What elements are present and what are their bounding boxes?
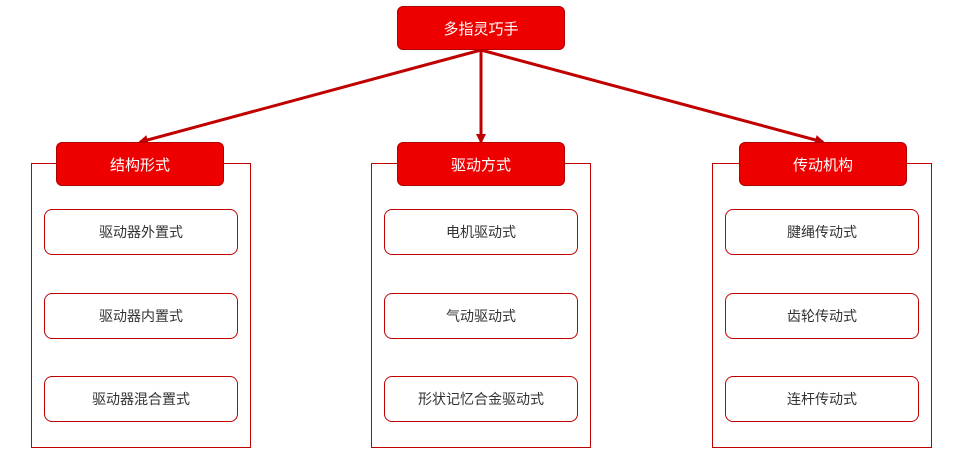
category-node-drive: 驱动方式 — [397, 142, 565, 186]
leaf-node: 连杆传动式 — [725, 376, 919, 422]
category-node-structure: 结构形式 — [56, 142, 224, 186]
leaf-node: 形状记忆合金驱动式 — [384, 376, 578, 422]
leaf-node: 驱动器混合置式 — [44, 376, 238, 422]
leaf-node: 腱绳传动式 — [725, 209, 919, 255]
category-node-transmission: 传动机构 — [739, 142, 907, 186]
leaf-node: 驱动器内置式 — [44, 293, 238, 339]
arrow-to-transmission — [480, 48, 825, 145]
root-node: 多指灵巧手 — [397, 6, 565, 50]
leaf-node: 齿轮传动式 — [725, 293, 919, 339]
leaf-node: 驱动器外置式 — [44, 209, 238, 255]
leaf-node: 气动驱动式 — [384, 293, 578, 339]
leaf-node: 电机驱动式 — [384, 209, 578, 255]
arrow-to-structure — [138, 48, 482, 145]
